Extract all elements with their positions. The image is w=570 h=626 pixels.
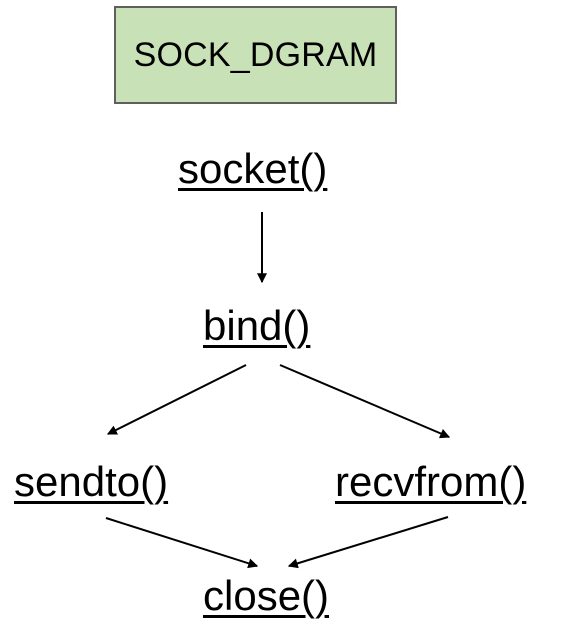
- socket-node: socket(): [178, 145, 328, 192]
- arrow-bind-to-sendto: [106, 364, 247, 435]
- recvfrom-node: recvfrom(): [335, 458, 527, 505]
- diagram-title: SOCK_DGRAM: [133, 36, 378, 74]
- sendto-node: sendto(): [14, 458, 169, 505]
- arrow-recvfrom-to-close: [287, 516, 449, 569]
- close-node: close(): [203, 572, 330, 619]
- arrow-bind-to-recvfrom: [279, 364, 451, 439]
- title-box: SOCK_DGRAM: [114, 6, 397, 104]
- arrow-sendto-to-close: [105, 517, 259, 569]
- bind-node: bind(): [203, 302, 311, 349]
